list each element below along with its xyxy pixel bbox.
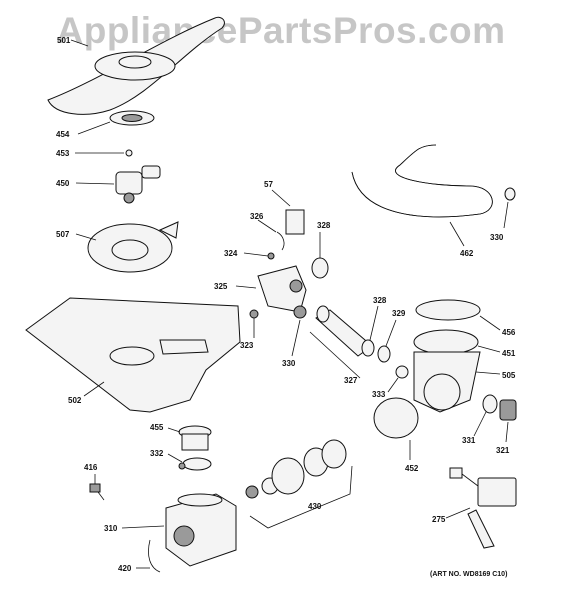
callout-327: 327 bbox=[344, 376, 358, 385]
callout-330b: 330 bbox=[490, 233, 504, 242]
leader-324 bbox=[243, 252, 269, 257]
callout-330a: 330 bbox=[282, 359, 296, 368]
callout-326: 326 bbox=[250, 212, 264, 221]
leader-450 bbox=[75, 182, 115, 185]
callout-331: 331 bbox=[462, 436, 476, 445]
leader-332 bbox=[167, 453, 183, 463]
callout-310: 310 bbox=[104, 524, 118, 533]
screw-part[interactable] bbox=[267, 252, 275, 260]
callout-455: 455 bbox=[150, 423, 164, 432]
leader-310 bbox=[121, 525, 165, 529]
callout-323: 323 bbox=[240, 341, 254, 350]
leader-275 bbox=[445, 507, 471, 519]
leader-507 bbox=[75, 233, 97, 241]
leader-502 bbox=[83, 381, 105, 397]
leader-321 bbox=[505, 421, 509, 443]
callout-321: 321 bbox=[496, 446, 510, 455]
valve-assembly-part[interactable] bbox=[257, 265, 307, 319]
callout-502: 502 bbox=[68, 396, 82, 405]
leader-454 bbox=[77, 121, 111, 135]
gasket-part[interactable] bbox=[311, 257, 329, 279]
sensor-part[interactable] bbox=[499, 399, 517, 421]
impeller-assembly-part[interactable] bbox=[245, 439, 347, 499]
leader-330a bbox=[291, 319, 301, 357]
callout-505: 505 bbox=[502, 371, 516, 380]
art-number: (ART NO. WD8169 C10) bbox=[430, 571, 508, 578]
sump-plate-part[interactable] bbox=[25, 297, 241, 413]
leader-505 bbox=[475, 371, 501, 375]
callout-328a: 328 bbox=[317, 221, 331, 230]
leader-326 bbox=[257, 219, 277, 233]
callout-453: 453 bbox=[56, 149, 70, 158]
strainer-part[interactable] bbox=[178, 425, 212, 451]
leader-501 bbox=[70, 39, 89, 47]
filter-assembly-part[interactable] bbox=[87, 221, 179, 273]
callout-332: 332 bbox=[150, 449, 164, 458]
callout-325: 325 bbox=[214, 282, 228, 291]
control-module-part[interactable] bbox=[449, 467, 517, 549]
leader-57 bbox=[271, 189, 291, 207]
watermark-text: AppliancePartsPros.com bbox=[56, 10, 506, 51]
pump-housing-part[interactable] bbox=[413, 299, 481, 413]
clamp-small-part[interactable] bbox=[395, 365, 409, 379]
callout-456: 456 bbox=[502, 328, 516, 337]
callout-416: 416 bbox=[84, 463, 98, 472]
pump-motor-part[interactable] bbox=[148, 493, 237, 573]
callout-450: 450 bbox=[56, 179, 70, 188]
spray-arm-support-part[interactable] bbox=[109, 110, 155, 126]
leader-329 bbox=[385, 319, 397, 347]
leader-462 bbox=[449, 221, 465, 247]
leader-328b bbox=[369, 305, 379, 341]
seal-part[interactable] bbox=[377, 345, 391, 363]
callout-324: 324 bbox=[224, 249, 238, 258]
manifold-part[interactable] bbox=[115, 165, 161, 204]
callout-57: 57 bbox=[264, 180, 273, 189]
spray-arm-part[interactable] bbox=[47, 16, 225, 115]
leader-327 bbox=[309, 331, 361, 379]
leader-430 bbox=[249, 465, 353, 529]
leader-330b bbox=[503, 201, 509, 229]
callout-501: 501 bbox=[57, 36, 71, 45]
callout-462: 462 bbox=[460, 249, 474, 258]
leader-451 bbox=[477, 345, 501, 353]
gasket-b-part[interactable] bbox=[361, 339, 375, 357]
leader-333 bbox=[387, 377, 399, 393]
drain-hose-part[interactable] bbox=[351, 144, 493, 218]
callout-333: 333 bbox=[372, 390, 386, 399]
clip-part[interactable] bbox=[276, 231, 285, 251]
callout-328b: 328 bbox=[373, 296, 387, 305]
bolt-part[interactable] bbox=[89, 483, 105, 501]
leader-331 bbox=[473, 411, 487, 437]
hose-clamp-part[interactable] bbox=[373, 397, 419, 439]
leader-325 bbox=[235, 285, 257, 289]
callout-454: 454 bbox=[56, 130, 70, 139]
clamp-hose-part[interactable] bbox=[504, 187, 516, 201]
callout-451: 451 bbox=[502, 349, 516, 358]
callout-452: 452 bbox=[405, 464, 419, 473]
callout-430: 430 bbox=[308, 502, 322, 511]
leader-456 bbox=[479, 315, 501, 331]
gasket-c-part[interactable] bbox=[482, 394, 498, 414]
grommet-part[interactable] bbox=[249, 309, 259, 319]
hose-clamp-b-part[interactable] bbox=[178, 457, 212, 471]
thermostat-part[interactable] bbox=[285, 209, 305, 235]
callout-507: 507 bbox=[56, 230, 70, 239]
callout-329: 329 bbox=[392, 309, 406, 318]
callout-420: 420 bbox=[118, 564, 132, 573]
callout-275: 275 bbox=[432, 515, 446, 524]
o-ring-part[interactable] bbox=[125, 149, 133, 157]
leader-455 bbox=[167, 427, 181, 433]
